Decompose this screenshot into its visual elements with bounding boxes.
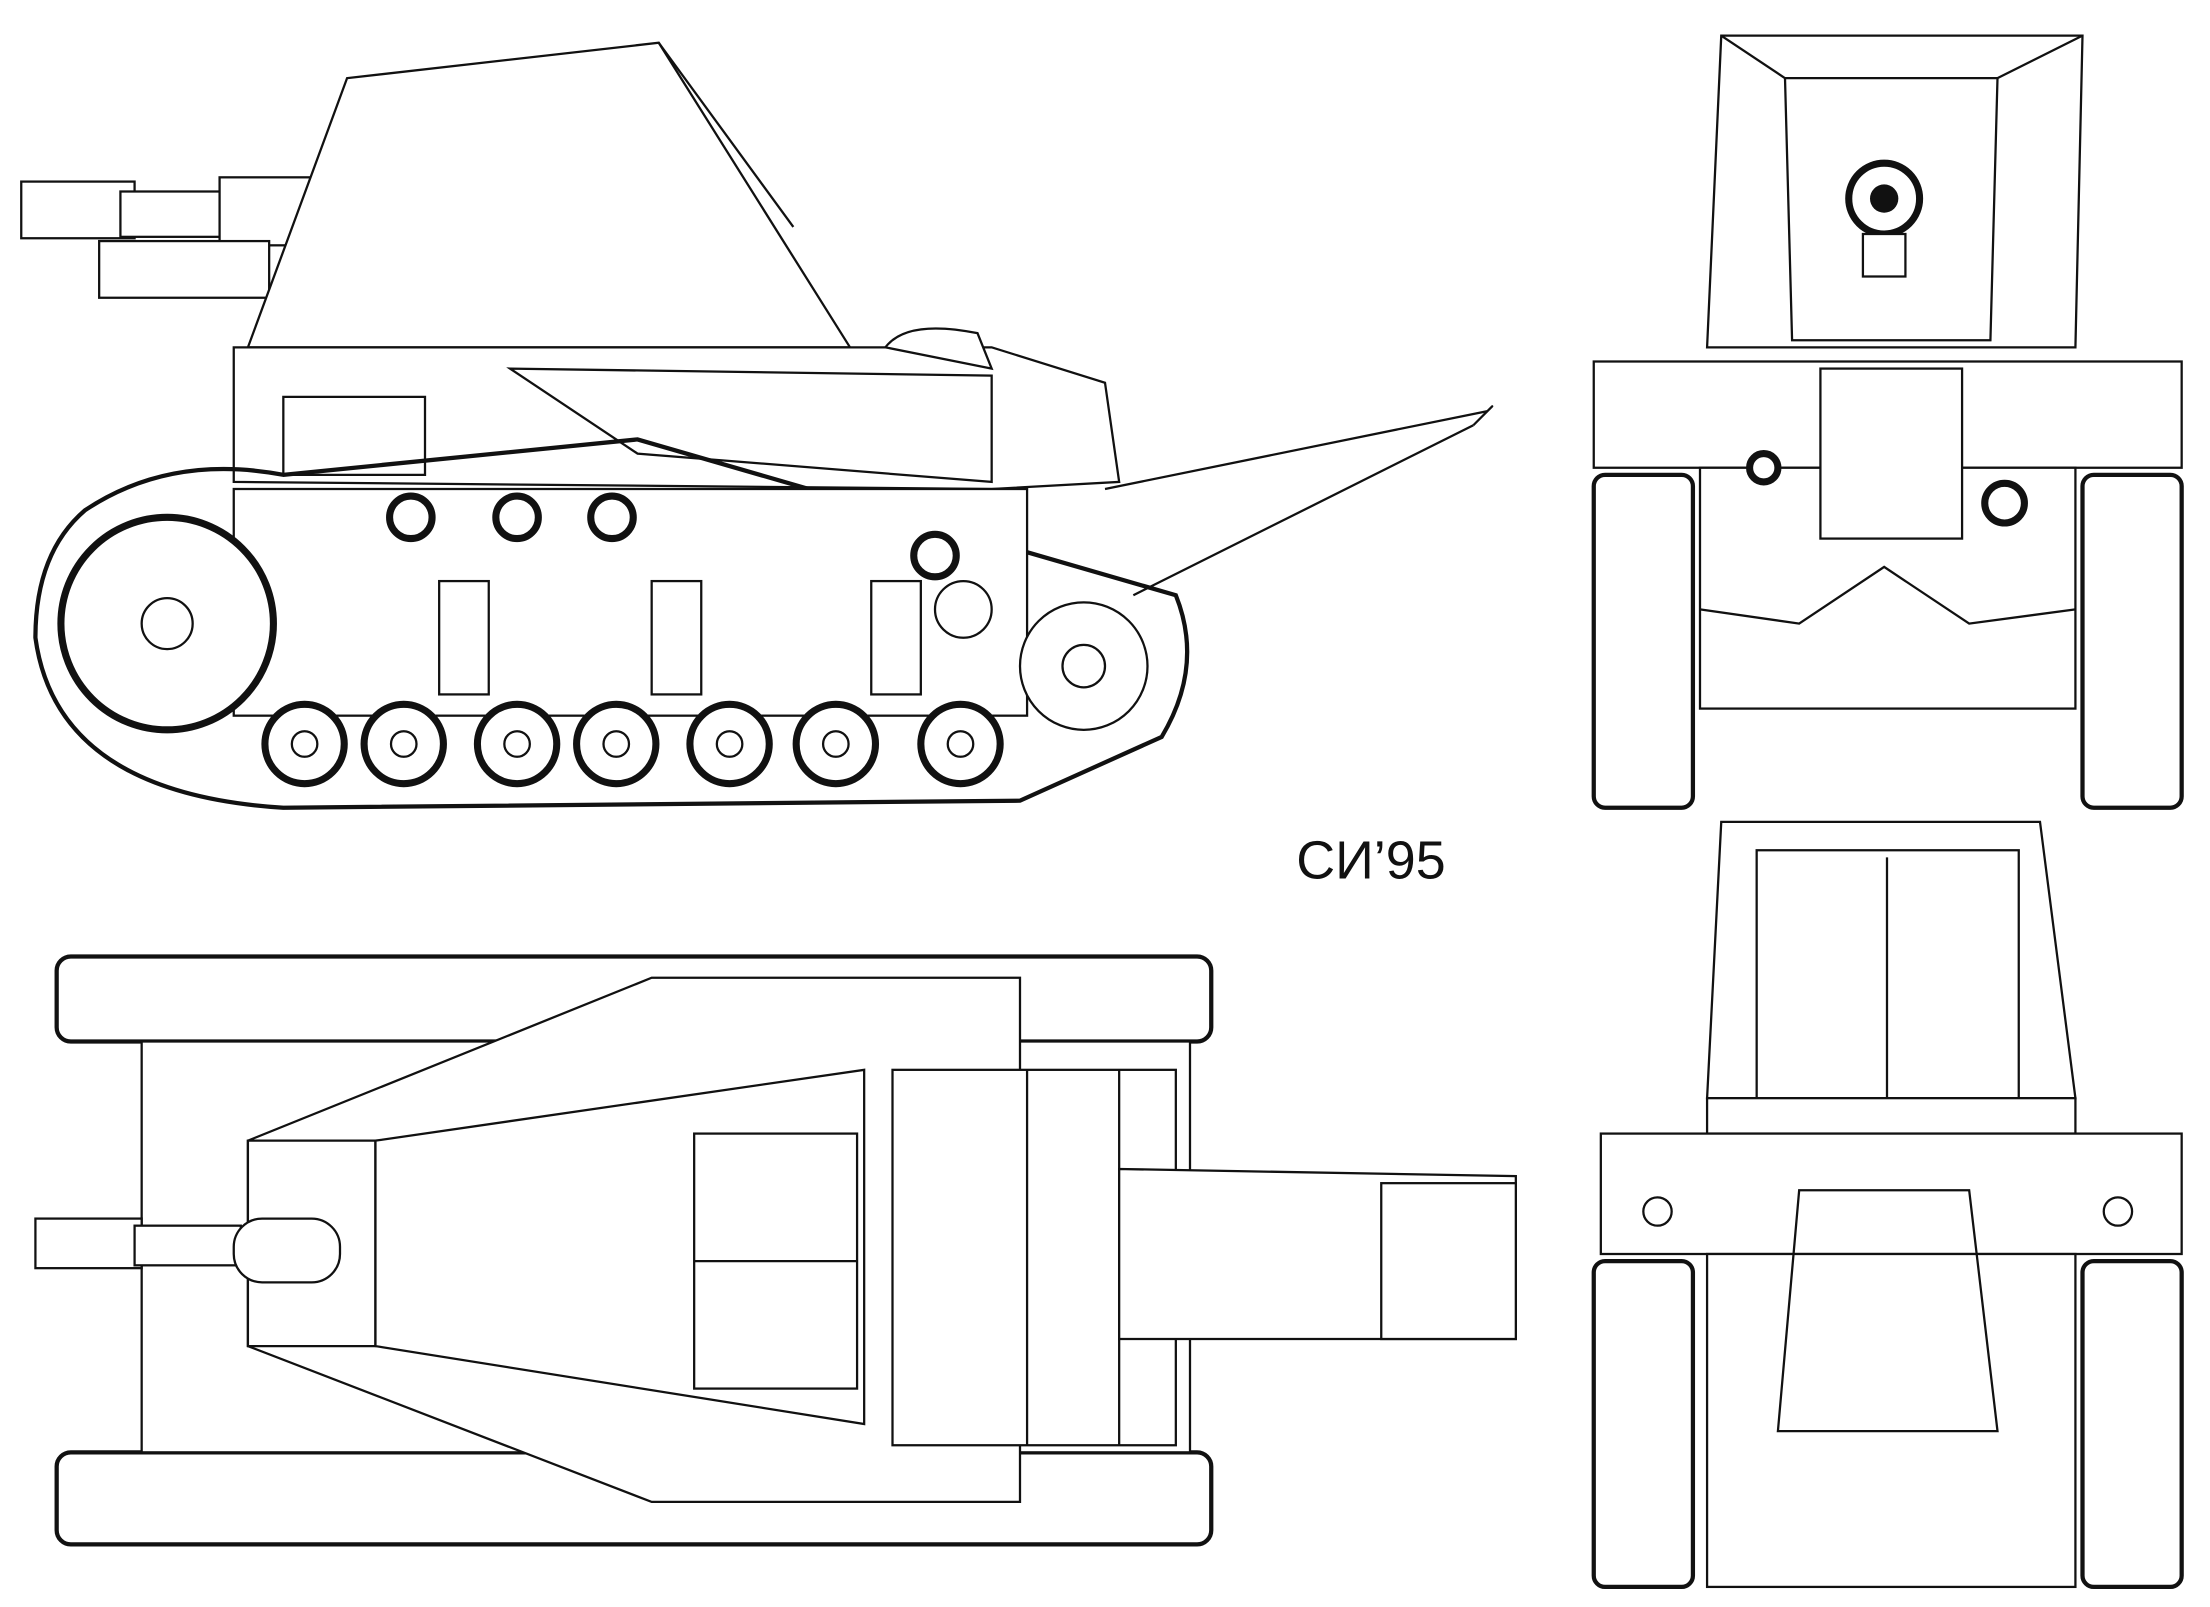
- superstructure: [246, 41, 853, 349]
- return-rollers: [386, 492, 960, 581]
- road-wheels: [261, 700, 1004, 788]
- left-track-rear: [1591, 1258, 1696, 1590]
- right-track-rear: [2080, 1258, 2184, 1590]
- model-label: СИ’95: [1296, 831, 1445, 891]
- front-view: [1591, 34, 2184, 810]
- gun-muzzle: [20, 180, 136, 240]
- top-view: [34, 954, 1517, 1547]
- side-view: [20, 41, 1494, 810]
- rear-view: [1591, 820, 2184, 1590]
- right-track-front: [2080, 472, 2184, 810]
- track: [33, 437, 1190, 810]
- tail-skid: [1104, 409, 1488, 491]
- left-track-front: [1591, 472, 1696, 810]
- gun-barrel-top: [34, 1217, 143, 1270]
